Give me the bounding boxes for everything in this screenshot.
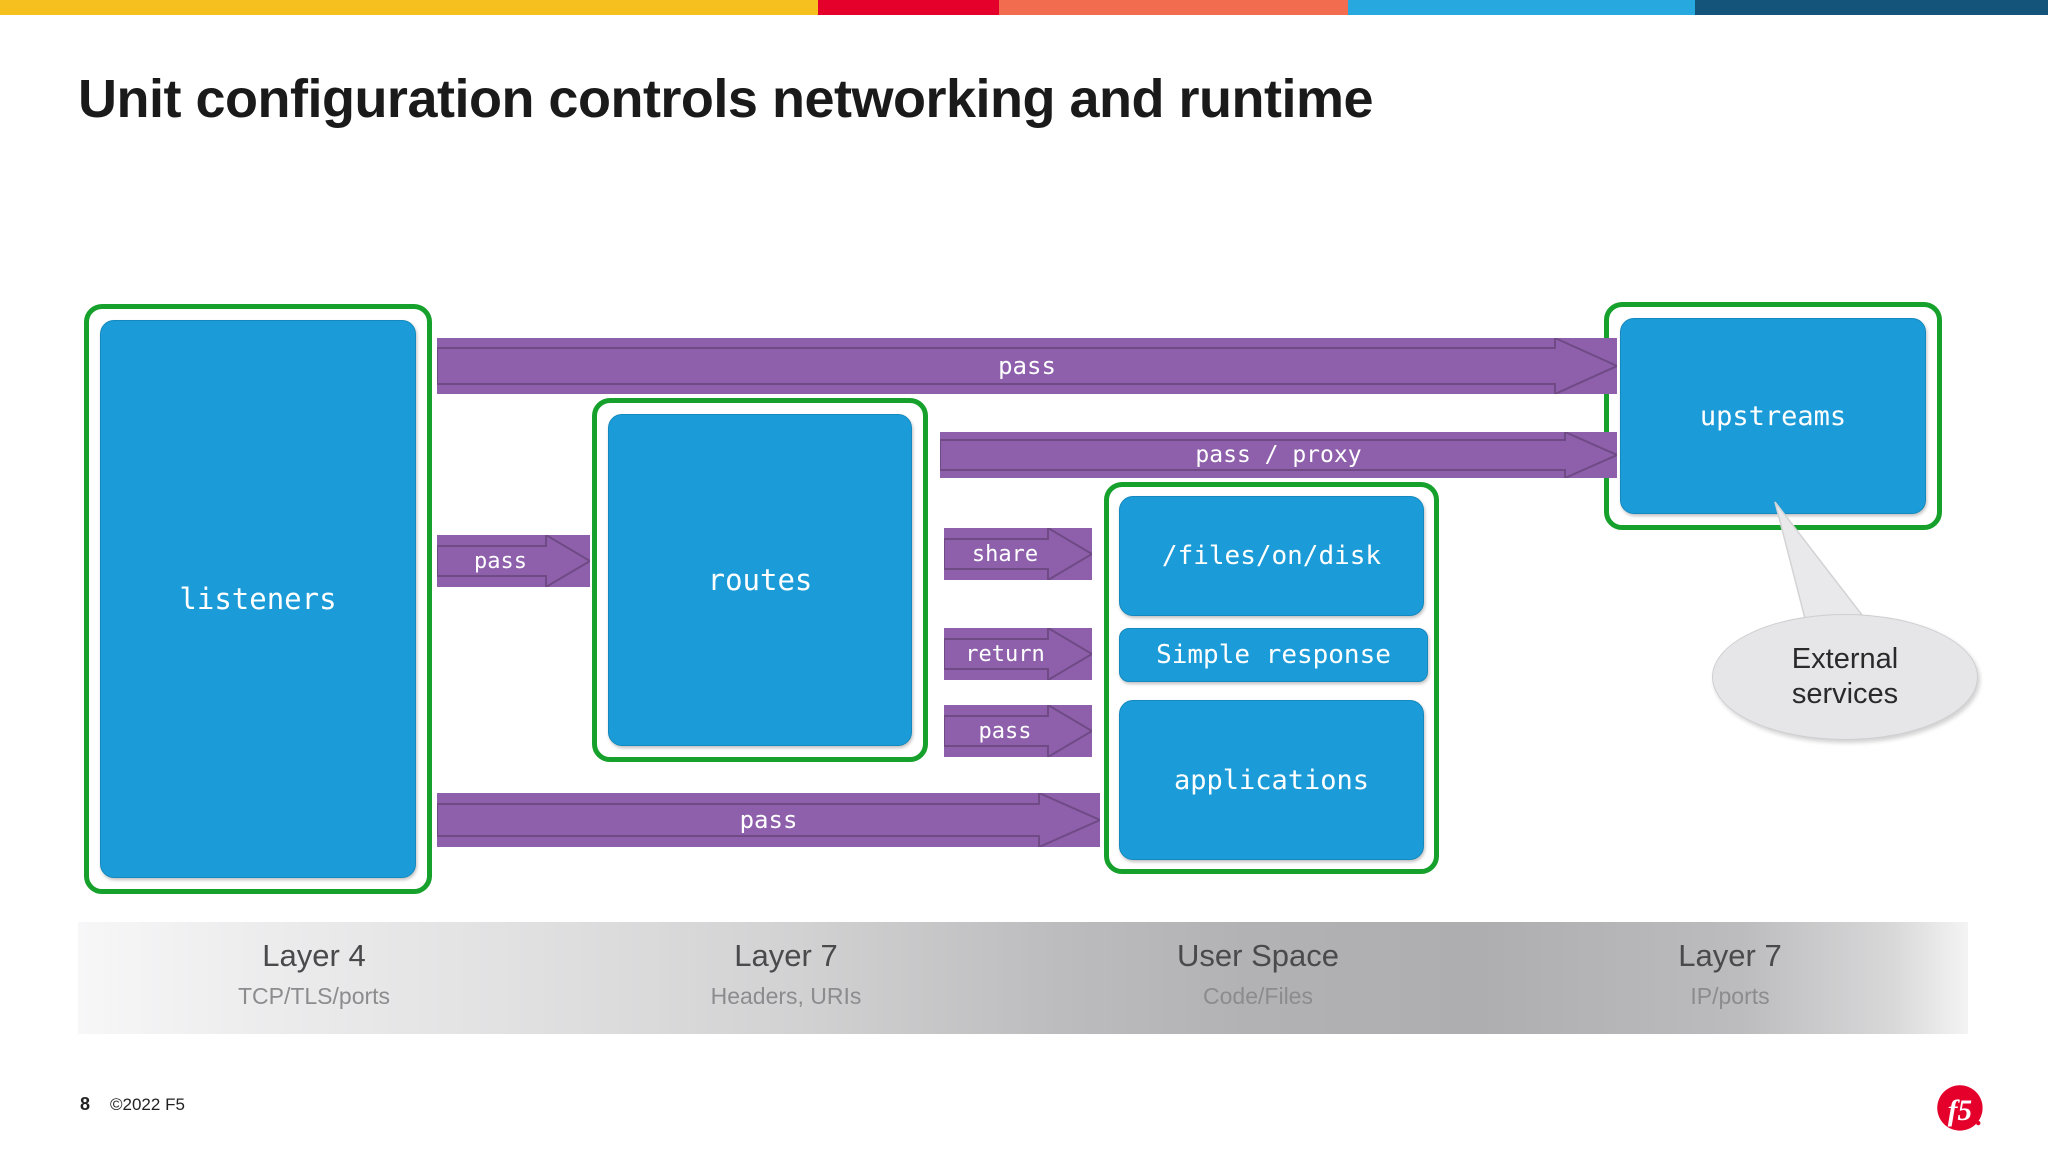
arrow-routes-to-files: share (944, 528, 1092, 580)
callout-line-1: External (1791, 642, 1899, 675)
color-segment-yellow (0, 0, 818, 15)
arrow-shape (944, 528, 1092, 580)
arrow-shape (437, 338, 1617, 394)
node-label: upstreams (1699, 400, 1847, 432)
layer-detail: Headers, URIs (710, 983, 862, 1009)
arrow-routes-to-upstreams: pass / proxy (940, 432, 1617, 478)
arrow-listeners-to-applications: pass (437, 793, 1100, 847)
node-applications[interactable]: applications (1119, 700, 1424, 860)
layer-detail: IP/ports (1690, 983, 1770, 1009)
callout-line-2: services (1791, 678, 1899, 710)
arrow-shape (940, 432, 1617, 478)
node-listeners[interactable]: listeners (100, 320, 416, 878)
arrow-routes-to-simple-response: return (944, 628, 1092, 680)
slide-title: Unit configuration controls networking a… (78, 69, 1374, 129)
layer-name: User Space (1177, 938, 1339, 973)
layer-bar: Layer 4 TCP/TLS/ports Layer 7 Headers, U… (78, 922, 1968, 1034)
node-label: Simple response (1156, 640, 1391, 670)
color-segment-red (818, 0, 999, 15)
layer-name: Layer 7 (734, 938, 838, 973)
page-number: 8 (80, 1094, 91, 1114)
layer-detail: Code/Files (1203, 983, 1313, 1009)
layer-column-0: Layer 4 TCP/TLS/ports (78, 922, 550, 1034)
node-routes[interactable]: routes (608, 414, 912, 746)
arrow-shape (944, 705, 1092, 757)
node-label: /files/on/disk (1161, 541, 1382, 571)
arrow-routes-to-applications: pass (944, 705, 1092, 757)
layer-column-3: Layer 7 IP/ports (1494, 922, 1966, 1034)
svg-text:f5: f5 (1948, 1095, 1972, 1127)
node-simple-response[interactable]: Simple response (1119, 628, 1428, 682)
layer-name: Layer 4 (262, 938, 366, 973)
layer-column-2: User Space Code/Files (1022, 922, 1494, 1034)
arrow-shape (437, 535, 590, 587)
color-segment-navy (1695, 0, 2048, 15)
arrow-shape (437, 793, 1100, 847)
node-upstreams[interactable]: upstreams (1620, 318, 1926, 514)
copyright-text: ©2022 F5 (110, 1095, 185, 1114)
brand-color-bar (0, 0, 2048, 15)
arrow-shape (944, 628, 1092, 680)
node-label: applications (1173, 764, 1370, 796)
node-label: listeners (179, 582, 337, 616)
layer-detail: TCP/TLS/ports (237, 983, 391, 1009)
callout-external-services: External services (1712, 614, 1978, 740)
arrow-listeners-to-routes: pass (437, 535, 590, 587)
color-segment-orange (999, 0, 1348, 15)
color-segment-blue (1348, 0, 1695, 15)
f5-logo-icon: f5 (1937, 1085, 1983, 1131)
node-label: routes (707, 563, 813, 597)
arrow-listeners-to-upstreams: pass (437, 338, 1617, 394)
node-files-on-disk[interactable]: /files/on/disk (1119, 496, 1424, 616)
layer-column-1: Layer 7 Headers, URIs (550, 922, 1022, 1034)
layer-name: Layer 7 (1678, 938, 1782, 973)
